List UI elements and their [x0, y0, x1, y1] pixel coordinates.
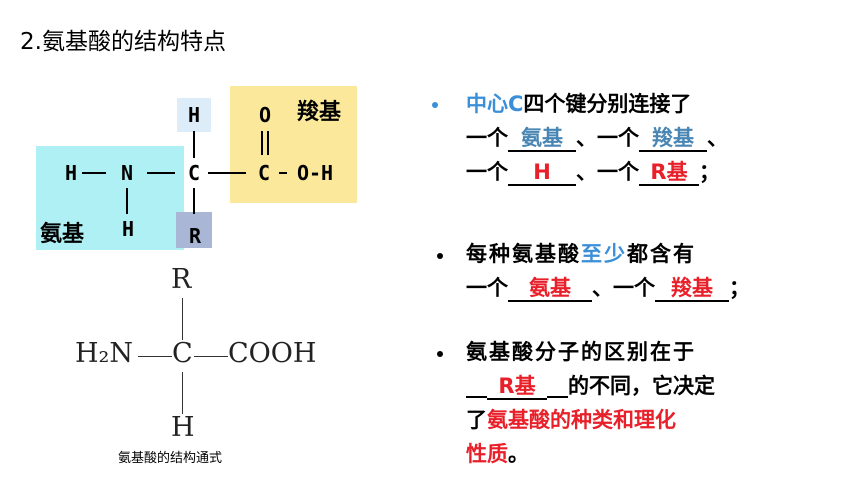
atom-h-bottom: H [121, 217, 135, 241]
point-2-line-2: 一个氨基、一个羧基； [466, 272, 750, 304]
point-1-line-1: 中心C四个键分别连接了 [466, 88, 691, 120]
hydrogen-highlight [177, 98, 211, 132]
bond-n-c [147, 172, 175, 174]
separator: 、 [576, 160, 597, 184]
point-3-text: __的不同，它决定 [547, 374, 715, 398]
answer-h: H [508, 160, 576, 186]
formula-r: R [171, 264, 192, 295]
atom-h-left: H [64, 161, 78, 185]
answer-carboxyl-2: 羧基 [655, 276, 729, 302]
formula-bond-right [194, 356, 228, 357]
bond-h-n [82, 172, 106, 174]
point-3-line-1: 氨基酸分子的区别在于 [466, 340, 696, 364]
text-one: 一个 [597, 126, 639, 150]
formula-cooh: COOH [228, 338, 317, 369]
answer-r-group-2: R基 [487, 374, 547, 400]
text-one: 一个 [466, 160, 508, 184]
separator: 、 [576, 126, 597, 150]
point-3-line-2: __R基__的不同，它决定 [466, 370, 715, 402]
center-c-text: 中心C [466, 92, 524, 116]
point-1-line-2: 一个氨基、一个羧基、 [466, 122, 728, 154]
answer-amino-2: 氨基 [508, 276, 592, 302]
answer-amino: 氨基 [508, 126, 576, 152]
slide-title: 2.氨基酸的结构特点 [20, 29, 226, 55]
separator: 、 [707, 126, 728, 150]
atom-n: N [120, 161, 134, 185]
text-one: 一个 [466, 126, 508, 150]
atom-r: R [188, 224, 202, 248]
properties-text: 性质 [466, 442, 508, 466]
bond-c-c [208, 172, 246, 174]
bullet-1 [432, 102, 438, 108]
amino-label: 氨基 [40, 222, 85, 247]
atom-oh: O-H [296, 161, 334, 185]
atom-c-center: C [187, 161, 201, 185]
text-one: 一个 [597, 160, 639, 184]
atom-o-top: O [258, 103, 272, 127]
determines-text: 氨基酸的种类和理化 [487, 408, 676, 432]
semicolon: ； [699, 160, 720, 184]
text-one: 一个 [613, 276, 655, 300]
at-least-text: 至少 [581, 242, 627, 266]
bullet-3 [437, 351, 443, 357]
point-1-text: 四个键分别连接了 [523, 92, 692, 116]
bond-n-h [126, 188, 128, 214]
point-2-line-1: 每种氨基酸至少都含有 [466, 238, 696, 270]
underscore: __ [466, 374, 487, 398]
period: 。 [508, 442, 529, 466]
point-2-text-c: 都含有 [627, 242, 696, 266]
formula-bond-bottom [182, 372, 183, 414]
bond-c-r [193, 188, 195, 214]
bond-c-oh [279, 172, 287, 174]
formula-caption: 氨基酸的结构通式 [118, 451, 223, 466]
point-3-line-4: 性质。 [466, 438, 529, 470]
answer-r-group: R基 [639, 160, 699, 186]
atom-c-carboxyl: C [257, 161, 271, 185]
formula-c: C [172, 338, 193, 369]
r-group-highlight [176, 212, 212, 248]
text-le: 了 [466, 408, 487, 432]
double-bond-line-1 [261, 131, 263, 155]
carboxyl-group-highlight [230, 86, 357, 203]
formula-bond-left [138, 356, 172, 357]
double-bond-line-2 [267, 131, 269, 155]
bond-c-h-top [193, 131, 195, 158]
amino-group-highlight [36, 146, 184, 250]
formula-h: H [171, 412, 195, 443]
semicolon: ； [729, 276, 750, 300]
bullet-2 [437, 253, 443, 259]
point-3-line-3: 了氨基酸的种类和理化 [466, 404, 676, 436]
text-one: 一个 [466, 276, 508, 300]
formula-h2n: H₂N [75, 338, 133, 369]
separator: 、 [592, 276, 613, 300]
carboxyl-label: 羧基 [297, 100, 342, 125]
atom-h-top: H [187, 103, 201, 127]
answer-carboxyl: 羧基 [639, 126, 707, 152]
formula-bond-top [182, 298, 183, 340]
point-2-text-a: 每种氨基酸 [466, 242, 581, 266]
